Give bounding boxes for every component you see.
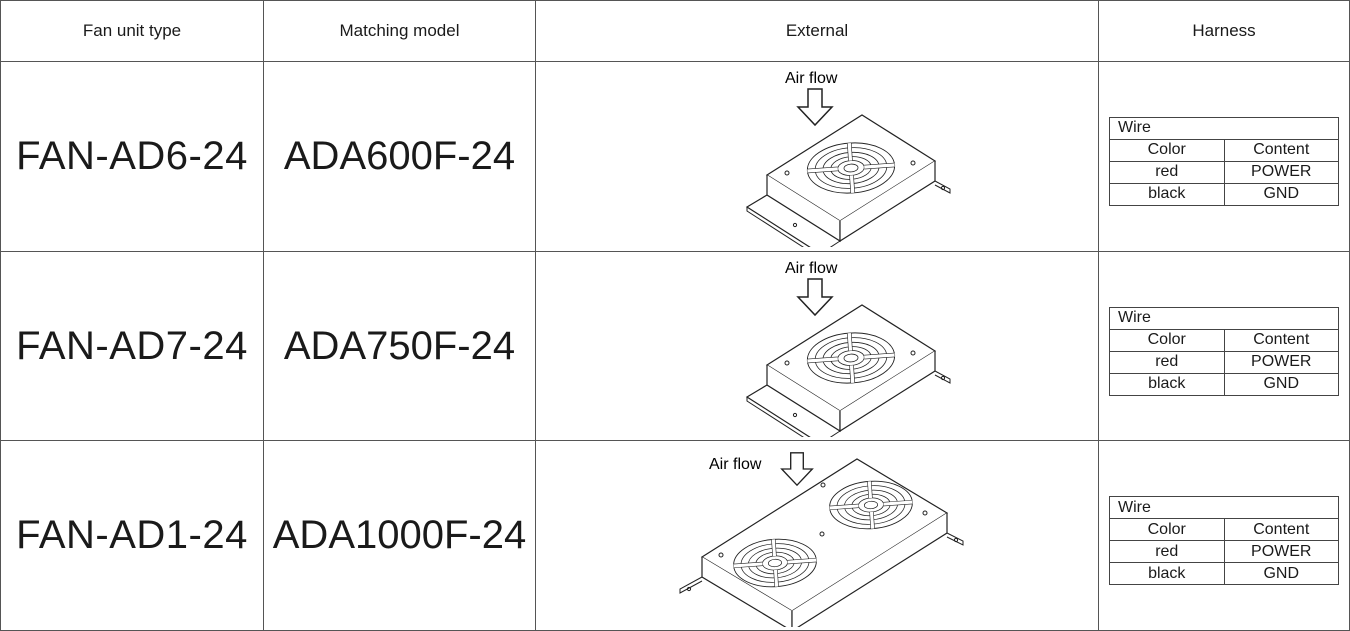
wire-col-content: Content — [1223, 518, 1339, 542]
fan-unit-type-cell: FAN-AD7-24 — [0, 250, 264, 442]
matching-model-cell: ADA1000F-24 — [263, 440, 536, 631]
single-fan-unit-drawing: Air flow — [745, 260, 951, 438]
wire-color: black — [1109, 562, 1225, 586]
wire-col-color: Color — [1109, 518, 1225, 542]
wire-title: Wire — [1109, 116, 1339, 140]
header-fan-unit-type: Fan unit type — [0, 0, 264, 63]
wire-content: POWER — [1223, 160, 1339, 184]
single-fan-unit-drawing: Air flow — [745, 70, 951, 248]
wire-title: Wire — [1109, 306, 1339, 330]
harness-cell: Wire Color Content red POWER black GND — [1098, 250, 1350, 442]
wire-col-color: Color — [1109, 138, 1225, 162]
wire-color: red — [1109, 350, 1225, 374]
header-external: External — [535, 0, 1099, 63]
wire-color: red — [1109, 540, 1225, 564]
external-drawing-cell: Air flow — [535, 440, 1099, 631]
harness-cell: Wire Color Content red POWER black GND — [1098, 61, 1350, 252]
external-drawing-cell: Air flow — [535, 250, 1099, 442]
wire-table: Wire Color Content red POWER black GND — [1109, 116, 1339, 206]
wire-content: GND — [1223, 372, 1339, 396]
header-row: Fan unit type Matching model External Ha… — [0, 0, 1350, 63]
table-row: FAN-AD6-24 ADA600F-24 Air flow — [0, 61, 1350, 252]
airflow-label: Air flow — [785, 260, 838, 277]
header-matching-model: Matching model — [263, 0, 536, 63]
wire-content: GND — [1223, 182, 1339, 206]
airflow-arrow-icon — [797, 278, 833, 316]
wire-col-content: Content — [1223, 138, 1339, 162]
wire-color: red — [1109, 160, 1225, 184]
wire-content: GND — [1223, 562, 1339, 586]
wire-table: Wire Color Content red POWER black GND — [1109, 496, 1339, 586]
wire-table: Wire Color Content red POWER black GND — [1109, 306, 1339, 396]
airflow-arrow-icon — [781, 451, 813, 486]
airflow-label: Air flow — [709, 456, 762, 473]
matching-model-cell: ADA750F-24 — [263, 250, 536, 442]
table-row: FAN-AD1-24 ADA1000F-24 Air flow — [0, 440, 1350, 631]
airflow-label: Air flow — [785, 70, 838, 87]
header-harness: Harness — [1098, 0, 1350, 63]
matching-model-cell: ADA600F-24 — [263, 61, 536, 252]
harness-cell: Wire Color Content red POWER black GND — [1098, 440, 1350, 631]
wire-col-color: Color — [1109, 328, 1225, 352]
dual-fan-unit-drawing: Air flow — [679, 451, 964, 627]
wire-color: black — [1109, 372, 1225, 396]
airflow-arrow-icon — [797, 88, 833, 127]
wire-content: POWER — [1223, 350, 1339, 374]
wire-content: POWER — [1223, 540, 1339, 564]
fan-unit-type-cell: FAN-AD1-24 — [0, 440, 264, 631]
wire-color: black — [1109, 182, 1225, 206]
table-row: FAN-AD7-24 ADA750F-24 Air flow — [0, 250, 1350, 442]
external-drawing-cell: Air flow — [535, 61, 1099, 252]
wire-title: Wire — [1109, 496, 1339, 520]
wire-col-content: Content — [1223, 328, 1339, 352]
fan-unit-type-cell: FAN-AD6-24 — [0, 61, 264, 252]
